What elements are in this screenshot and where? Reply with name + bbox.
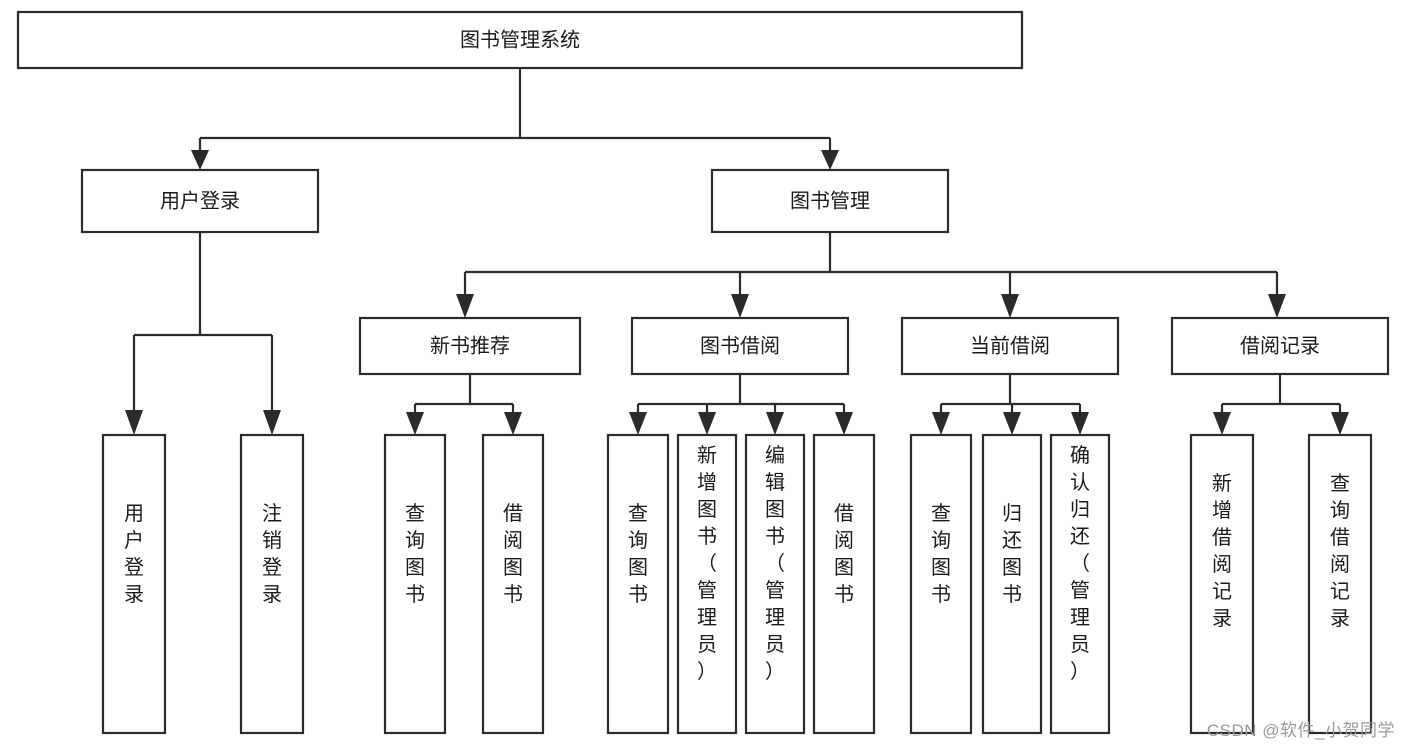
node-borrow-record[interactable]: 借阅记录 <box>1170 316 1390 376</box>
node-label-leaf-add-borrow-record: 新增借阅记录 <box>1212 472 1232 630</box>
node-label-leaf-user-login: 用户登录 <box>124 503 144 606</box>
arrow-head-leaf-borrow-book-1 <box>504 412 522 435</box>
node-leaf-user-logout[interactable]: 注销登录 <box>239 433 305 735</box>
node-box-user-login[interactable] <box>80 168 320 234</box>
arrow-head-leaf-return-book <box>1003 412 1021 435</box>
node-leaf-query-borrow-record[interactable]: 查询借阅记录 <box>1307 433 1373 735</box>
node-label-leaf-edit-book: 编辑图书（管理员） <box>765 444 785 683</box>
node-box-leaf-return-book[interactable] <box>981 433 1043 735</box>
arrow-head-leaf-query-borrow-record <box>1331 412 1349 435</box>
node-label-user-login: 用户登录 <box>160 189 240 212</box>
node-label-leaf-borrow-book-2: 借阅图书 <box>834 502 854 606</box>
node-label-leaf-query-book-2: 查询图书 <box>628 502 648 606</box>
node-root-system[interactable]: 图书管理系统 <box>16 10 1024 70</box>
node-label-book-borrow: 图书借阅 <box>700 334 780 357</box>
node-label-new-book-recommend: 新书推荐 <box>430 334 510 357</box>
node-leaf-query-book-2[interactable]: 查询图书 <box>606 433 670 735</box>
node-leaf-query-book-3[interactable]: 查询图书 <box>909 433 973 735</box>
arrow-head-leaf-user-login <box>125 410 143 435</box>
node-leaf-query-book-1[interactable]: 查询图书 <box>383 433 447 735</box>
node-label-leaf-query-book-1: 查询图书 <box>405 502 425 606</box>
node-box-borrow-record[interactable] <box>1170 316 1390 376</box>
node-box-current-borrow[interactable] <box>900 316 1120 376</box>
node-user-login[interactable]: 用户登录 <box>80 168 320 234</box>
node-leaf-return-book[interactable]: 归还图书 <box>981 433 1043 735</box>
node-book-borrow[interactable]: 图书借阅 <box>630 316 850 376</box>
arrow-head-leaf-add-book <box>698 412 716 435</box>
node-label-leaf-confirm-return: 确认归还（管理员） <box>1070 444 1090 683</box>
node-label-root: 图书管理系统 <box>460 28 580 51</box>
node-box-leaf-add-book[interactable] <box>676 433 738 735</box>
arrow-head-borrow-record <box>1268 294 1286 318</box>
node-label-current-borrow: 当前借阅 <box>970 334 1050 357</box>
node-leaf-borrow-book-1[interactable]: 借阅图书 <box>481 433 545 735</box>
arrow-head-leaf-borrow-book-2 <box>835 412 853 435</box>
node-new-book-recommend[interactable]: 新书推荐 <box>358 316 582 376</box>
arrow-head-leaf-confirm-return <box>1071 412 1089 435</box>
node-box-leaf-query-borrow-record[interactable] <box>1307 433 1373 735</box>
node-current-borrow[interactable]: 当前借阅 <box>900 316 1120 376</box>
node-box-new-book-recommend[interactable] <box>358 316 582 376</box>
arrow-head-new-book-recommend <box>456 294 474 318</box>
node-box-root[interactable] <box>16 10 1024 70</box>
node-label-leaf-query-book-3: 查询图书 <box>931 502 951 606</box>
node-box-leaf-user-logout[interactable] <box>239 433 305 735</box>
arrow-head-leaf-query-book-2 <box>629 412 647 435</box>
node-box-leaf-query-book-3[interactable] <box>909 433 973 735</box>
arrow-head-leaf-query-book-3 <box>932 412 950 435</box>
node-box-leaf-query-book-1[interactable] <box>383 433 447 735</box>
arrow-head-book-borrow <box>731 294 749 318</box>
node-label-book-management: 图书管理 <box>790 189 870 212</box>
arrow-head-leaf-query-book-1 <box>406 412 424 435</box>
node-box-leaf-add-borrow-record[interactable] <box>1189 433 1255 735</box>
node-box-leaf-confirm-return[interactable] <box>1049 433 1111 735</box>
node-label-leaf-user-logout: 注销登录 <box>262 502 282 606</box>
node-box-leaf-query-book-2[interactable] <box>606 433 670 735</box>
node-label-leaf-query-borrow-record: 查询借阅记录 <box>1330 472 1350 630</box>
node-box-book-management[interactable] <box>710 168 950 234</box>
arrow-head-book-management <box>821 150 839 170</box>
node-box-leaf-borrow-book-1[interactable] <box>481 433 545 735</box>
node-leaf-confirm-return[interactable]: 确认归还（管理员） <box>1049 433 1111 735</box>
node-leaf-add-borrow-record[interactable]: 新增借阅记录 <box>1189 433 1255 735</box>
connector-layer <box>125 68 1349 435</box>
node-box-leaf-borrow-book-2[interactable] <box>812 433 876 735</box>
node-label-leaf-borrow-book-1: 借阅图书 <box>503 502 523 606</box>
node-box-leaf-edit-book[interactable] <box>744 433 806 735</box>
node-label-leaf-return-book: 归还图书 <box>1002 502 1022 606</box>
node-label-borrow-record: 借阅记录 <box>1240 334 1320 357</box>
node-box-book-borrow[interactable] <box>630 316 850 376</box>
arrow-head-leaf-user-logout <box>263 410 281 435</box>
node-leaf-add-book[interactable]: 新增图书（管理员） <box>676 433 738 735</box>
node-leaf-user-login[interactable]: 用户登录 <box>101 433 167 735</box>
node-book-management[interactable]: 图书管理 <box>710 168 950 234</box>
arrow-head-user-login <box>191 150 209 170</box>
node-box-leaf-user-login[interactable] <box>101 433 167 735</box>
node-leaf-borrow-book-2[interactable]: 借阅图书 <box>812 433 876 735</box>
node-label-leaf-add-book: 新增图书（管理员） <box>697 444 717 683</box>
arrow-head-leaf-edit-book <box>766 412 784 435</box>
arrow-head-leaf-add-borrow-record <box>1213 412 1231 435</box>
arrow-head-current-borrow <box>1001 294 1019 318</box>
node-leaf-edit-book[interactable]: 编辑图书（管理员） <box>744 433 806 735</box>
